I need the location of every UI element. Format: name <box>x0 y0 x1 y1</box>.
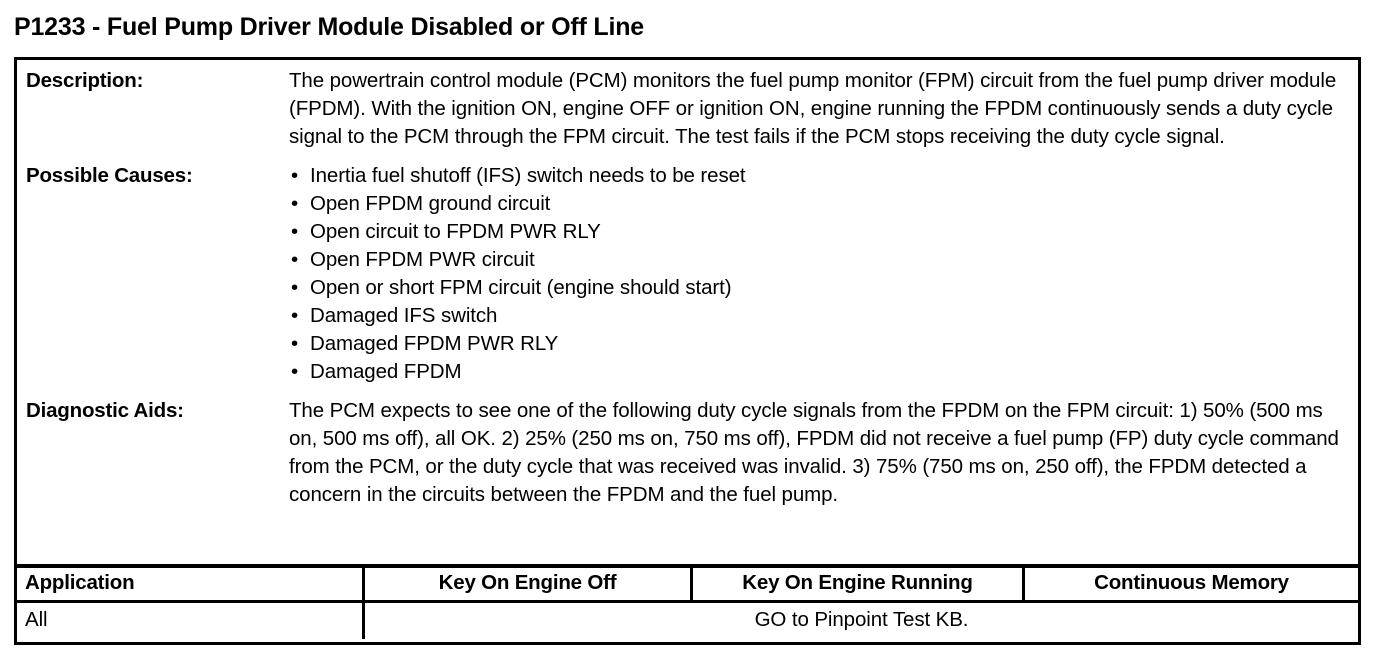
possible-causes-list: • Inertia fuel shutoff (IFS) switch needs… <box>289 162 1344 386</box>
list-item-label: Damaged IFS switch <box>310 304 498 327</box>
column-header-key-on-engine-running: Key On Engine Running <box>693 566 1025 600</box>
bullet-icon: • <box>291 164 299 187</box>
list-item-label: Open circuit to FPDM PWR RLY <box>310 220 601 243</box>
list-item-label: Inertia fuel shutoff (IFS) switch needs … <box>310 164 746 187</box>
page-title: P1233 - Fuel Pump Driver Module Disabled… <box>14 13 645 41</box>
list-item: • Inertia fuel shutoff (IFS) switch needs… <box>289 162 1344 190</box>
diagnostic-aids-text: The PCM expects to see one of the follow… <box>289 399 1339 506</box>
possible-causes-row: Possible Causes: • Inertia fuel shutoff (… <box>17 162 1358 386</box>
column-header-key-on-engine-off: Key On Engine Off <box>365 566 693 600</box>
bullet-icon: • <box>291 248 299 271</box>
bullet-icon: • <box>291 304 299 327</box>
list-item: • Open circuit to FPDM PWR RLY <box>289 218 1344 246</box>
bullet-icon: • <box>291 220 299 243</box>
description-text: The powertrain control module (PCM) moni… <box>289 69 1337 148</box>
possible-causes-label: Possible Causes: <box>26 164 193 187</box>
bullet-icon: • <box>291 192 299 215</box>
list-item: • Open or short FPM circuit (engine shoul… <box>289 274 1344 302</box>
bullet-icon: • <box>291 276 299 299</box>
list-item-label: Open or short FPM circuit (engine should… <box>310 276 732 299</box>
result-table: Application Key On Engine Off Key On Eng… <box>17 566 1358 642</box>
description-label: Description: <box>26 69 144 92</box>
list-item: • Damaged FPDM <box>289 358 1344 386</box>
cell-application: All <box>17 603 365 639</box>
possible-causes-content: • Inertia fuel shutoff (IFS) switch needs… <box>289 162 1358 386</box>
list-item: • Damaged FPDM PWR RLY <box>289 330 1344 358</box>
column-header-continuous-memory: Continuous Memory <box>1094 571 1289 594</box>
list-item: • Open FPDM ground circuit <box>289 190 1344 218</box>
table-row: All GO to Pinpoint Test KB. <box>17 603 1358 639</box>
list-item: • Damaged IFS switch <box>289 302 1344 330</box>
list-item-label: Damaged FPDM <box>310 360 462 383</box>
list-item-label: Open FPDM PWR circuit <box>310 248 535 271</box>
dtc-info-block: Description: The powertrain control modu… <box>17 60 1358 568</box>
description-content: The powertrain control module (PCM) moni… <box>289 67 1358 151</box>
diagnostic-aids-content: The PCM expects to see one of the follow… <box>289 397 1358 509</box>
list-item-label: Open FPDM ground circuit <box>310 192 551 215</box>
diagnostic-aids-row: Diagnostic Aids: The PCM expects to see … <box>17 397 1358 509</box>
column-header-application: Application <box>17 566 365 600</box>
list-item-label: Damaged FPDM PWR RLY <box>310 332 559 355</box>
bullet-icon: • <box>291 360 299 383</box>
description-row: Description: The powertrain control modu… <box>17 67 1358 151</box>
dtc-detail-table: Description: The powertrain control modu… <box>14 57 1361 645</box>
diagnostic-aids-label: Diagnostic Aids: <box>26 399 184 422</box>
table-header-row: Application Key On Engine Off Key On Eng… <box>17 566 1358 603</box>
bullet-icon: • <box>291 332 299 355</box>
cell-test-result: GO to Pinpoint Test KB. <box>754 608 969 631</box>
list-item: • Open FPDM PWR circuit <box>289 246 1344 274</box>
